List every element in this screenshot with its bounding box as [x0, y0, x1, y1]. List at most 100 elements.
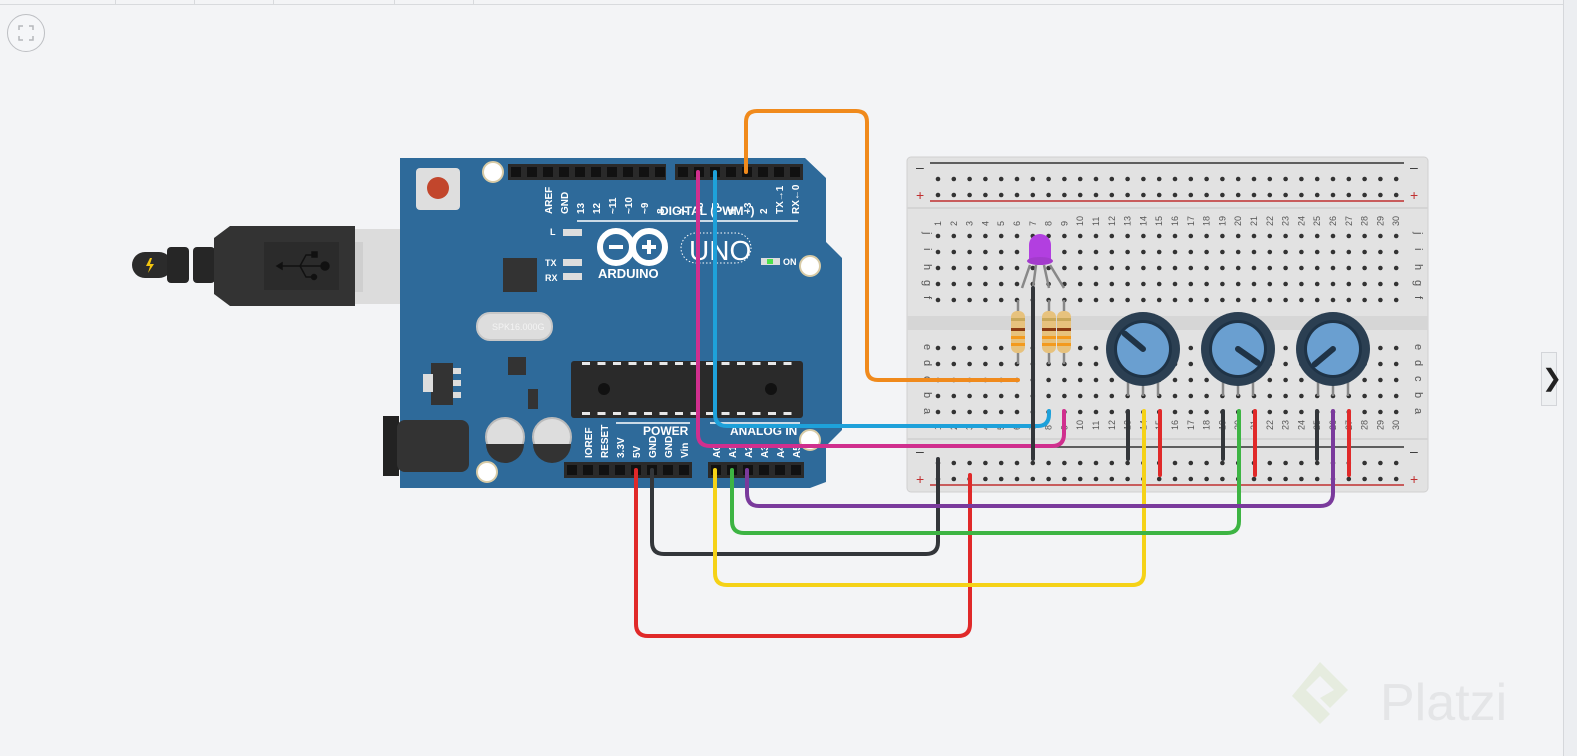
rail-hole[interactable]	[967, 192, 972, 198]
rail-hole[interactable]	[1014, 460, 1020, 466]
breadboard-hole[interactable]	[1204, 281, 1209, 287]
rail-hole[interactable]	[1299, 460, 1304, 466]
fit-to-view-button[interactable]	[7, 14, 45, 52]
rail-hole[interactable]	[1204, 460, 1209, 466]
breadboard-hole[interactable]	[1014, 265, 1020, 271]
rail-hole[interactable]	[1156, 476, 1162, 482]
breadboard-hole[interactable]	[1062, 265, 1067, 271]
rail-hole[interactable]	[1030, 460, 1036, 466]
breadboard-hole[interactable]	[1299, 233, 1304, 239]
breadboard-hole[interactable]	[1346, 265, 1352, 271]
breadboard-hole[interactable]	[1062, 233, 1067, 239]
header-pin[interactable]	[527, 167, 537, 177]
rail-hole[interactable]	[1204, 476, 1209, 482]
breadboard-hole[interactable]	[1378, 265, 1383, 271]
breadboard-hole[interactable]	[983, 281, 988, 287]
breadboard-hole[interactable]	[983, 393, 988, 399]
rail-hole[interactable]	[1172, 192, 1178, 198]
breadboard-hole[interactable]	[1378, 377, 1383, 383]
breadboard-hole[interactable]	[1077, 393, 1083, 399]
header-pin[interactable]	[679, 465, 689, 475]
breadboard-hole[interactable]	[1188, 393, 1194, 399]
breadboard-hole[interactable]	[1283, 361, 1288, 367]
collapse-panel-button[interactable]: ❯	[1541, 352, 1562, 406]
breadboard-hole[interactable]	[1156, 233, 1162, 239]
rail-hole[interactable]	[1314, 460, 1320, 466]
breadboard-hole[interactable]	[935, 265, 941, 271]
rail-hole[interactable]	[1314, 176, 1320, 182]
breadboard-hole[interactable]	[1267, 393, 1273, 399]
resistor[interactable]	[1042, 300, 1056, 364]
breadboard-hole[interactable]	[1299, 297, 1304, 303]
wire-orange[interactable]	[744, 109, 1020, 382]
breadboard-hole[interactable]	[935, 393, 941, 399]
breadboard-hole[interactable]	[1077, 233, 1083, 239]
breadboard-hole[interactable]	[1141, 281, 1146, 287]
rail-hole[interactable]	[951, 476, 957, 482]
rail-hole[interactable]	[1046, 192, 1051, 198]
rail-hole[interactable]	[983, 192, 988, 198]
rail-hole[interactable]	[1014, 476, 1020, 482]
rail-hole[interactable]	[1378, 460, 1383, 466]
header-pin[interactable]	[775, 465, 785, 475]
breadboard-hole[interactable]	[1314, 233, 1320, 239]
breadboard-hole[interactable]	[1299, 409, 1304, 415]
breadboard-hole[interactable]	[1188, 297, 1194, 303]
rail-hole[interactable]	[935, 176, 941, 182]
rail-hole[interactable]	[1220, 176, 1225, 182]
header-pin[interactable]	[663, 465, 673, 475]
breadboard-hole[interactable]	[1299, 265, 1304, 271]
breadboard-hole[interactable]	[1283, 393, 1288, 399]
breadboard-hole[interactable]	[951, 297, 957, 303]
breadboard-hole[interactable]	[1283, 297, 1288, 303]
rail-hole[interactable]	[935, 192, 941, 198]
breadboard-hole[interactable]	[1125, 249, 1130, 255]
rail-hole[interactable]	[1125, 460, 1130, 466]
tab[interactable]	[116, 0, 195, 4]
breadboard-hole[interactable]	[1204, 393, 1209, 399]
breadboard-hole[interactable]	[1393, 265, 1399, 271]
rail-hole[interactable]	[1030, 476, 1036, 482]
rail-hole[interactable]	[967, 176, 972, 182]
rail-hole[interactable]	[1251, 476, 1257, 482]
header-pin[interactable]	[559, 167, 569, 177]
breadboard-hole[interactable]	[1235, 297, 1241, 303]
rail-hole[interactable]	[1014, 192, 1020, 198]
breadboard-hole[interactable]	[1220, 265, 1225, 271]
rail-hole[interactable]	[1109, 460, 1115, 466]
dc-power-jack[interactable]	[383, 416, 469, 476]
header-pin[interactable]	[543, 167, 553, 177]
breadboard-hole[interactable]	[1093, 345, 1099, 351]
breadboard-hole[interactable]	[1314, 281, 1320, 287]
rail-hole[interactable]	[1172, 460, 1178, 466]
rail-hole[interactable]	[998, 460, 1004, 466]
rail-hole[interactable]	[1314, 476, 1320, 482]
breadboard-hole[interactable]	[1346, 281, 1352, 287]
rail-hole[interactable]	[1030, 192, 1036, 198]
rail-hole[interactable]	[1172, 176, 1178, 182]
rail-hole[interactable]	[1362, 192, 1367, 198]
rail-hole[interactable]	[1062, 192, 1067, 198]
breadboard-hole[interactable]	[1030, 265, 1036, 271]
breadboard-hole[interactable]	[1362, 377, 1367, 383]
rail-hole[interactable]	[1188, 460, 1194, 466]
breadboard-hole[interactable]	[1267, 233, 1273, 239]
breadboard-hole[interactable]	[1393, 345, 1399, 351]
rail-hole[interactable]	[1030, 176, 1036, 182]
breadboard-hole[interactable]	[1188, 265, 1194, 271]
breadboard-hole[interactable]	[1077, 361, 1083, 367]
header-pin[interactable]	[567, 465, 577, 475]
breadboard-hole[interactable]	[1299, 377, 1304, 383]
rail-hole[interactable]	[951, 192, 957, 198]
breadboard-hole[interactable]	[1378, 249, 1383, 255]
rail-hole[interactable]	[1156, 176, 1162, 182]
breadboard-hole[interactable]	[1141, 249, 1146, 255]
breadboard-hole[interactable]	[1378, 409, 1383, 415]
rail-hole[interactable]	[951, 460, 957, 466]
breadboard-hole[interactable]	[967, 233, 972, 239]
breadboard-hole[interactable]	[1188, 281, 1194, 287]
breadboard-hole[interactable]	[1014, 281, 1020, 287]
breadboard-hole[interactable]	[1093, 361, 1099, 367]
rail-hole[interactable]	[1109, 476, 1115, 482]
